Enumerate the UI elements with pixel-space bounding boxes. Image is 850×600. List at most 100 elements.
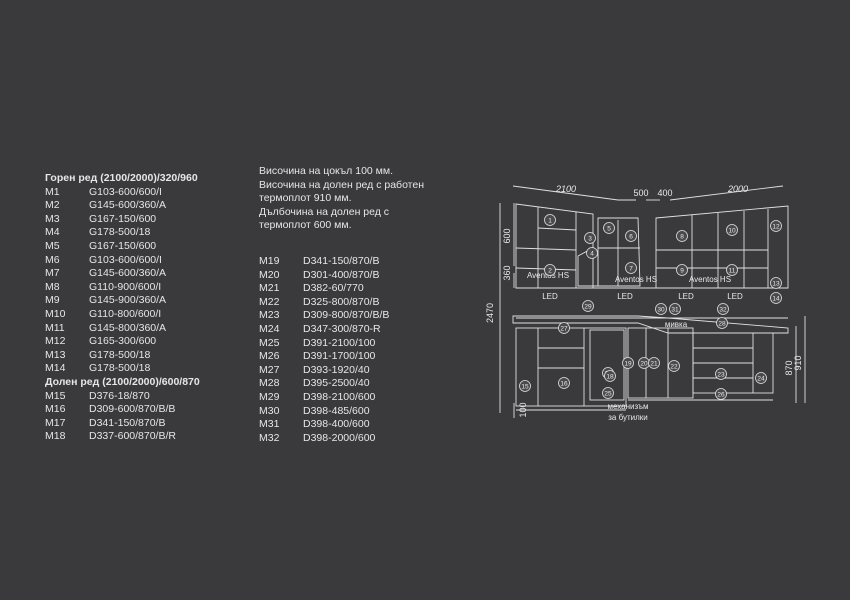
- item-value: D309-800/870/B/B: [303, 309, 390, 322]
- dim-height-plinth: 100: [518, 402, 528, 417]
- marker-circle: [668, 360, 680, 372]
- item-code: M32: [259, 431, 280, 444]
- marker-circle: [625, 262, 637, 274]
- marker-number: 19: [624, 361, 632, 368]
- marker-number: 31: [671, 307, 679, 314]
- marker-circle: [655, 303, 667, 315]
- marker-number: 21: [650, 361, 658, 368]
- item-code: M6: [45, 253, 60, 266]
- item-code: M30: [259, 404, 280, 417]
- item-value: G167-150/600: [89, 239, 157, 252]
- section-heading: Горен ред (2100/2000)/320/960: [45, 172, 198, 184]
- label-sink: мивка: [665, 320, 688, 329]
- item-code: M24: [259, 322, 280, 335]
- marker-number: 16: [560, 381, 568, 388]
- marker-circle: [648, 357, 660, 369]
- notes-block: Височина на цокъл 100 мм.Височина на дол…: [259, 165, 424, 233]
- item-code: M11: [45, 321, 65, 334]
- item-code: M17: [45, 416, 66, 429]
- item-value: G178-500/18: [89, 348, 151, 361]
- item-code: M27: [259, 363, 280, 376]
- item-value: D395-2500/40: [303, 377, 370, 390]
- item-value: D341-150/870/B: [89, 416, 166, 429]
- list-item: M23 D309-800/870/B/B: [259, 309, 389, 323]
- dim-top-right: 2000: [727, 184, 748, 194]
- item-value: D376-18/870: [89, 389, 150, 402]
- item-value: G145-900/360/A: [89, 294, 167, 307]
- dim-height-upper: 600: [502, 228, 512, 243]
- list-item: M7 G145-600/360/A: [45, 267, 200, 281]
- dim-height-worktop: 910: [793, 355, 803, 370]
- label-mechanism-2: за бутилки: [608, 413, 648, 422]
- dim-top-mid2: 400: [657, 188, 672, 198]
- marker-circle: [586, 247, 598, 259]
- item-value: D398-2100/600: [303, 390, 376, 403]
- marker-number: 18: [606, 374, 614, 381]
- item-code: M8: [45, 280, 60, 293]
- item-code: M9: [45, 294, 60, 307]
- marker-number: 11: [729, 268, 736, 275]
- marker-circle: [582, 300, 594, 312]
- item-code: M23: [259, 309, 280, 322]
- marker-circle: [669, 303, 681, 315]
- marker-number: 20: [640, 361, 648, 368]
- label-led-4: LED: [727, 292, 743, 301]
- marker-number: 10: [728, 228, 736, 235]
- item-value: G110-900/600/I: [89, 280, 162, 293]
- note-line: термоплот 910 мм.: [259, 192, 352, 205]
- item-code: M7: [45, 267, 60, 280]
- marker-number: 6: [629, 234, 633, 241]
- marker-circle: [726, 224, 738, 236]
- marker-circle: [622, 357, 634, 369]
- item-value: G165-300/600: [89, 335, 157, 348]
- item-code: M5: [45, 239, 60, 252]
- label-aventos-2: Aventos HS: [615, 275, 657, 284]
- marker-number: 1: [548, 218, 552, 225]
- item-code: M16: [45, 403, 66, 416]
- item-code: M4: [45, 226, 60, 239]
- item-value: G145-600/360/A: [89, 267, 167, 280]
- marker-circle: [676, 230, 688, 242]
- marker-circle: [726, 264, 738, 276]
- item-value: D301-400/870/B: [303, 268, 380, 281]
- item-value: D325-800/870/B: [303, 295, 380, 308]
- marker-circle: [603, 222, 615, 234]
- marker-number: 29: [584, 304, 592, 311]
- label-led-3: LED: [678, 292, 694, 301]
- item-value: D341-150/870/B: [303, 255, 380, 267]
- marker-number: 30: [657, 307, 665, 314]
- marker-number: 28: [718, 321, 726, 328]
- marker-number: 26: [717, 392, 725, 399]
- item-value: G167-150/600: [89, 212, 157, 225]
- marker-number: 22: [670, 364, 678, 371]
- item-code: M18: [45, 430, 66, 443]
- marker-circle: [558, 377, 570, 389]
- label-led-2: LED: [617, 292, 633, 301]
- marker-number: 4: [590, 251, 594, 258]
- item-code: M1: [45, 185, 60, 198]
- marker-number: 8: [680, 234, 684, 241]
- item-code: M20: [259, 268, 280, 281]
- marker-circle: [519, 380, 531, 392]
- note-line: Дълбочина на долен ред с: [259, 205, 390, 218]
- marker-circle: [715, 388, 727, 400]
- marker-number: 27: [560, 326, 568, 333]
- label-aventos-3: Aventos HS: [689, 275, 731, 284]
- dim-top-mid1: 500: [633, 188, 648, 198]
- marker-circle: [558, 322, 570, 334]
- marker-circle: [717, 303, 729, 315]
